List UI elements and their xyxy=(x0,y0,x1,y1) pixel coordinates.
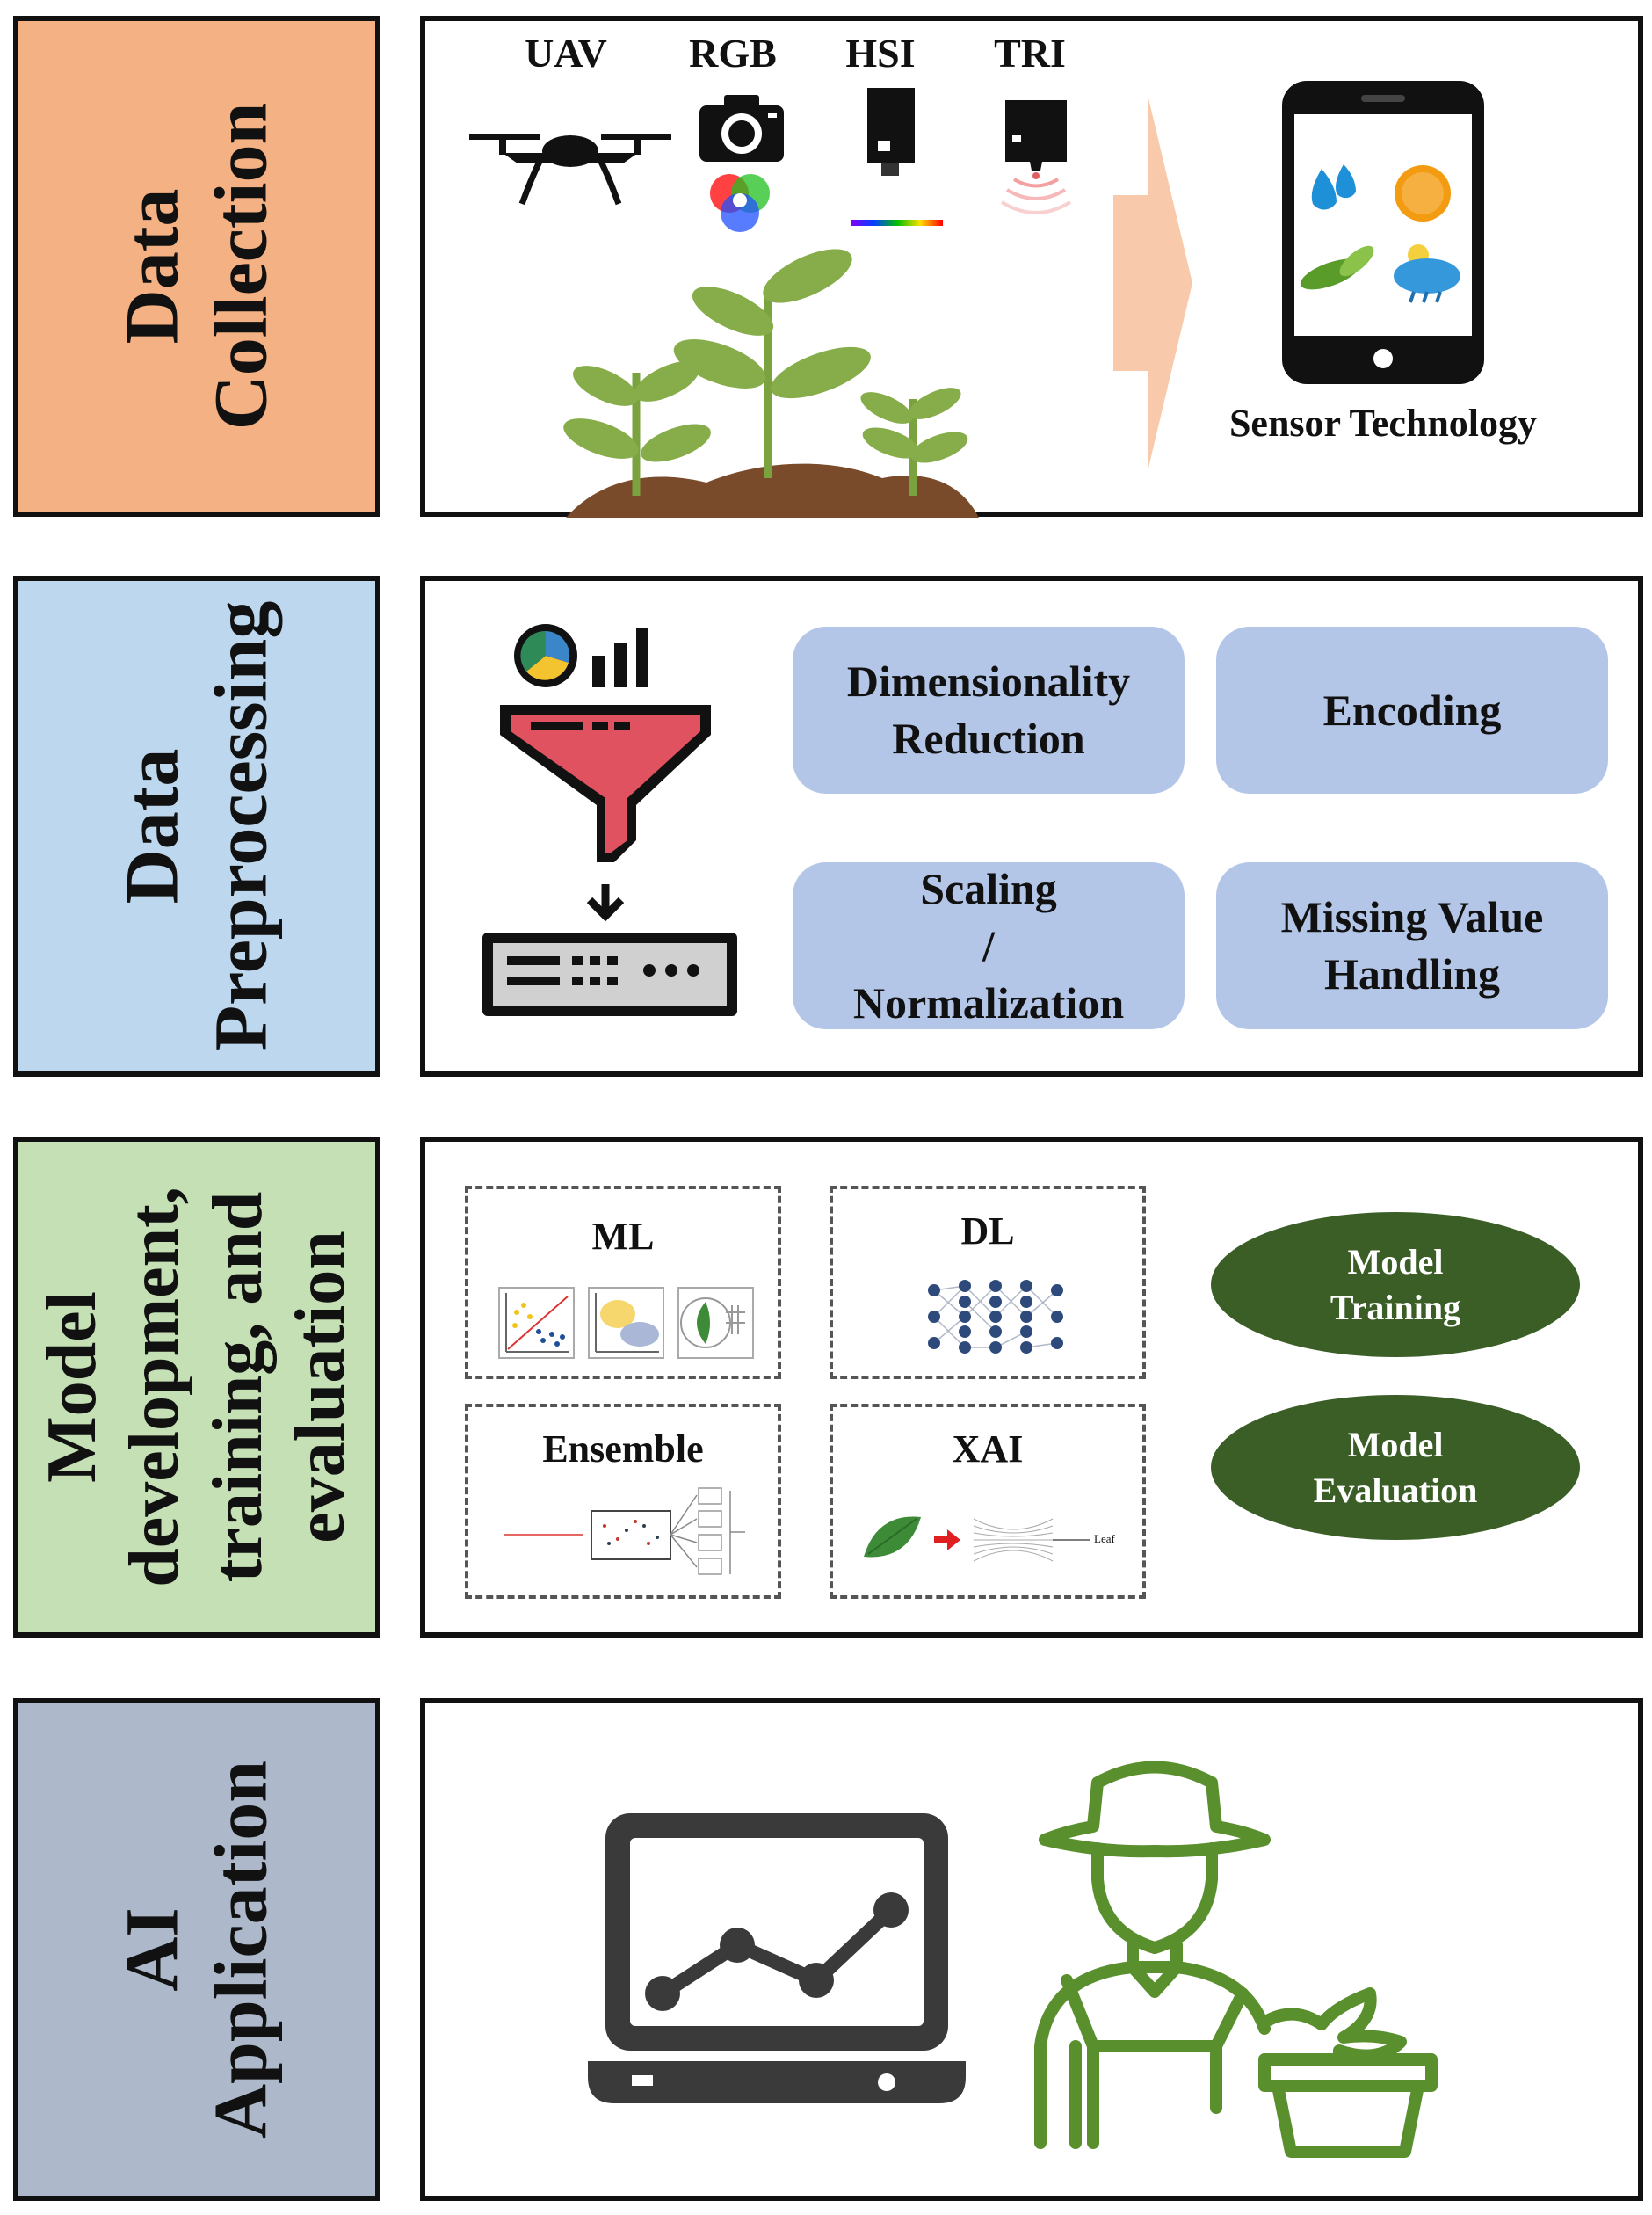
stage-title-line: Data xyxy=(109,188,194,345)
xai-box: XAI Leaf xyxy=(830,1404,1146,1599)
drone-icon xyxy=(469,134,671,206)
step-text: Encoding xyxy=(1322,685,1502,735)
stage-title: Data Collection xyxy=(108,103,286,431)
xai-output-label: Leaf xyxy=(1094,1532,1115,1545)
stage-title-line: Model xyxy=(33,1291,112,1483)
stage-title-line: Data xyxy=(109,748,194,904)
step-text: Reduction xyxy=(892,714,1085,763)
neural-network-icon xyxy=(928,1280,1063,1354)
sensor-label-hsi: HSI xyxy=(845,31,916,76)
stage-title-line: Preprocessing xyxy=(199,600,283,1052)
sensor-label-tri: TRI xyxy=(994,31,1066,76)
stage-body-model-development: ML DL xyxy=(420,1137,1643,1638)
smartphone-sensor-icon xyxy=(1282,81,1484,384)
step-text: Normalization xyxy=(852,977,1125,1028)
dl-box: DL xyxy=(830,1186,1146,1379)
stage-title-line: development, xyxy=(116,1187,194,1587)
farmer-with-plant-icon xyxy=(1034,1761,1438,2158)
dl-title: DL xyxy=(960,1209,1015,1253)
ellipse-text: Model xyxy=(1347,1241,1444,1282)
ml-title: ML xyxy=(591,1215,655,1258)
thermal-sensor-icon xyxy=(1000,100,1072,214)
step-text: / xyxy=(982,920,995,970)
stage-label-ai-application: AI Application xyxy=(13,1698,380,2201)
stage-label-data-preprocessing: Data Preprocessing xyxy=(13,576,380,1077)
stage-body-ai-application xyxy=(420,1698,1643,2201)
stage-title: Model development, training, and evaluat… xyxy=(31,1187,363,1587)
sensor-label-rgb: RGB xyxy=(689,31,777,76)
step-scaling-normalization: Scaling / Normalization xyxy=(793,862,1185,1029)
step-encoding: Encoding xyxy=(1216,627,1608,794)
laptop-line-chart-icon xyxy=(588,1813,966,2103)
ml-box: ML xyxy=(465,1186,781,1379)
stage-title: AI Application xyxy=(108,1761,286,2139)
stage-body-data-collection: UAV RGB HSI TRI xyxy=(420,16,1643,518)
sensor-technology-label: Sensor Technology xyxy=(1228,402,1538,445)
step-text: Dimensionality xyxy=(846,657,1131,706)
xai-leaf-diagram-icon xyxy=(864,1516,1090,1562)
step-text: Scaling xyxy=(920,863,1057,913)
xai-title: XAI xyxy=(952,1427,1024,1471)
stage-title-line: training, and xyxy=(199,1191,277,1583)
camera-icon xyxy=(699,95,784,162)
stage-title-line: Application xyxy=(199,1760,283,2139)
step-text: Missing Value xyxy=(1280,892,1544,941)
stage-title-line: Collection xyxy=(199,102,283,431)
stage-title-line: evaluation xyxy=(282,1231,360,1543)
rgb-color-circles-icon xyxy=(710,174,770,232)
arrow-right-icon xyxy=(1113,98,1192,468)
sensor-label-uav: UAV xyxy=(525,31,607,76)
stage-label-model-development: Model development, training, and evaluat… xyxy=(13,1137,380,1638)
ensemble-diagram-icon xyxy=(504,1487,745,1575)
hyperspectral-sensor-icon xyxy=(851,88,943,226)
step-text: Handling xyxy=(1323,949,1501,999)
ellipse-text: Model xyxy=(1347,1424,1444,1464)
ml-plots-icon xyxy=(498,1287,754,1359)
stage-label-data-collection: Data Collection xyxy=(13,16,380,517)
plants-in-soil-icon xyxy=(563,249,979,518)
data-filter-funnel-icon xyxy=(482,624,737,1016)
ensemble-title: Ensemble xyxy=(542,1427,704,1471)
ensemble-box: Ensemble xyxy=(465,1404,781,1599)
ellipse-text: Evaluation xyxy=(1313,1470,1478,1510)
stage-title: Data Preprocessing xyxy=(108,601,286,1052)
ellipse-text: Training xyxy=(1330,1287,1461,1327)
stage-title-line: AI xyxy=(109,1907,194,1992)
